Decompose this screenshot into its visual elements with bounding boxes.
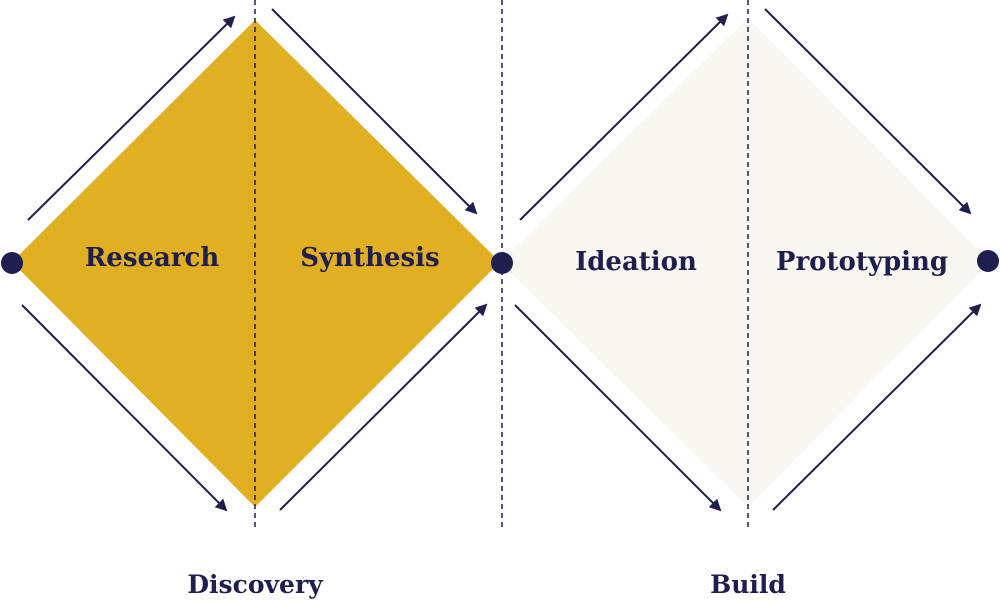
arrow-prototyping-converge-up (772, 303, 982, 511)
midpoint-node (491, 252, 513, 274)
phase-label-prototyping: Prototyping (776, 247, 948, 277)
arrow-prototyping-converge-down (764, 8, 972, 215)
arrow-ideation-diverge-up (519, 13, 729, 221)
arrow-research-diverge-down (21, 304, 228, 512)
arrow-synthesis-converge-down (271, 8, 478, 215)
section-label-discovery: Discovery (187, 570, 324, 599)
start-node (1, 252, 23, 274)
arrow-synthesis-converge-up (279, 303, 488, 511)
build-diamond (500, 18, 990, 507)
phase-label-research: Research (85, 243, 220, 273)
arrow-research-diverge-up (27, 15, 236, 221)
section-label-build: Build (710, 570, 786, 599)
phase-label-ideation: Ideation (575, 247, 697, 277)
end-node (977, 250, 999, 272)
arrow-ideation-diverge-down (514, 304, 722, 512)
phase-label-synthesis: Synthesis (300, 243, 439, 273)
discovery-diamond (12, 20, 500, 507)
